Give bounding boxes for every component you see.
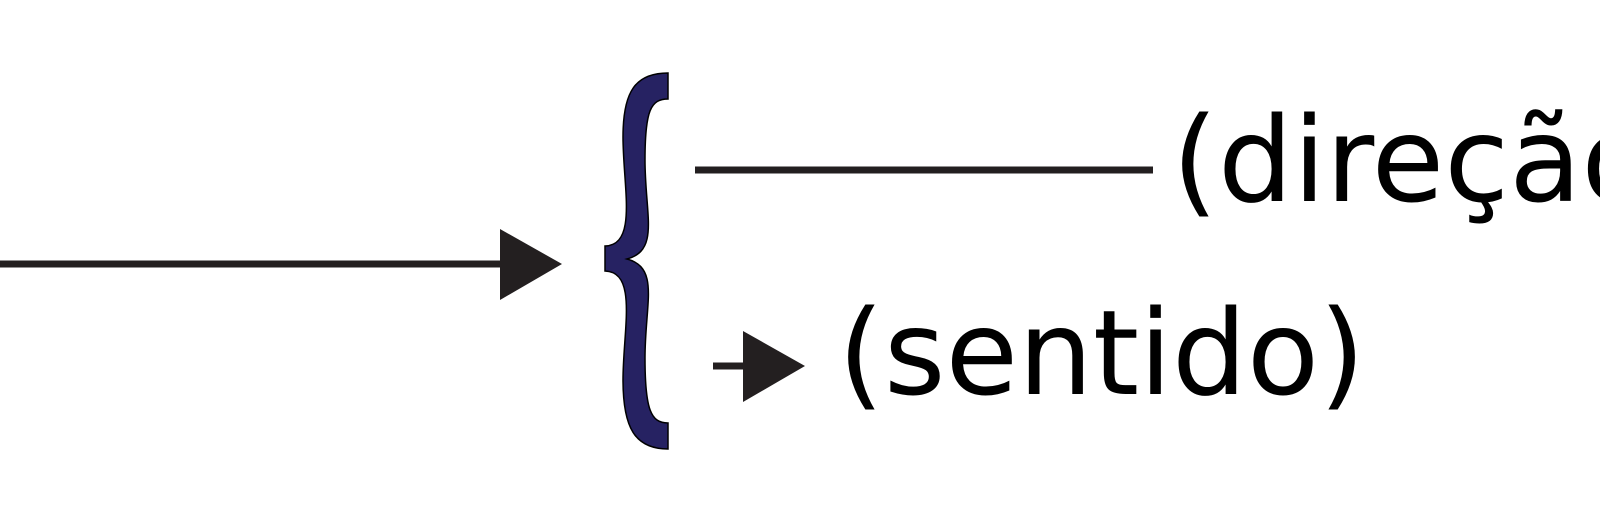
vector-arrow [0,229,562,300]
sense-arrow-head [743,331,805,402]
vector-arrow-head [500,229,562,300]
curly-brace [604,72,669,450]
direction-label: (direção) [1172,91,1600,229]
sense-label: (sentido) [838,284,1365,422]
direction-branch: (direção) [695,91,1600,229]
sense-branch: (sentido) [713,284,1365,422]
